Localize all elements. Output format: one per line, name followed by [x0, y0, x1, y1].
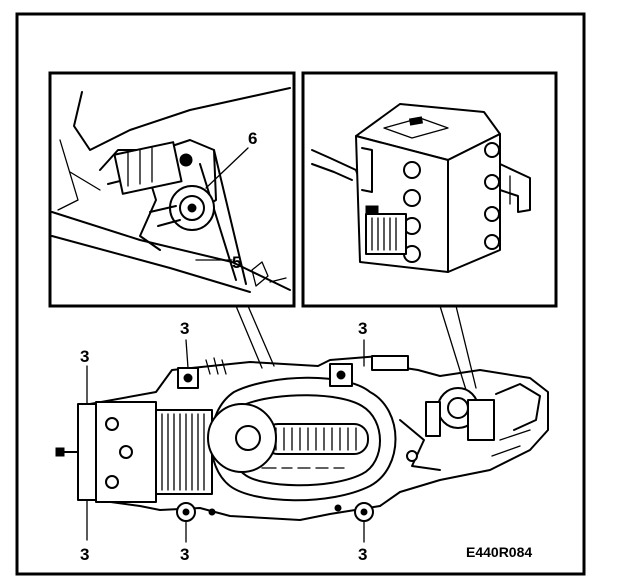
callout-5: 5: [232, 253, 241, 272]
callout-6: 6: [248, 129, 257, 148]
callout-3-top-left: 3: [80, 347, 89, 366]
leader-left-inset-2: [247, 305, 275, 367]
callout-3-bottom-right: 3: [358, 545, 367, 564]
inset-left-drawing: [51, 87, 291, 293]
inset-right: [301, 71, 558, 308]
figure-code: E440R084: [466, 544, 532, 560]
callout-3-top-right: 3: [358, 319, 367, 338]
leader-right-inset-2: [455, 305, 477, 389]
leader-left-inset: [235, 305, 263, 369]
main-assembly: [55, 339, 549, 543]
callout-3-bottom-left: 3: [80, 545, 89, 564]
leader-right-inset: [439, 305, 467, 391]
outer-frame: [15, 12, 586, 576]
inset-right-drawing: [311, 103, 531, 273]
inset-left: 6 5: [48, 71, 296, 308]
callout-3-bottom-center: 3: [180, 545, 189, 564]
inset-left-frame: [48, 71, 296, 308]
callout-3-top-center: 3: [180, 319, 189, 338]
